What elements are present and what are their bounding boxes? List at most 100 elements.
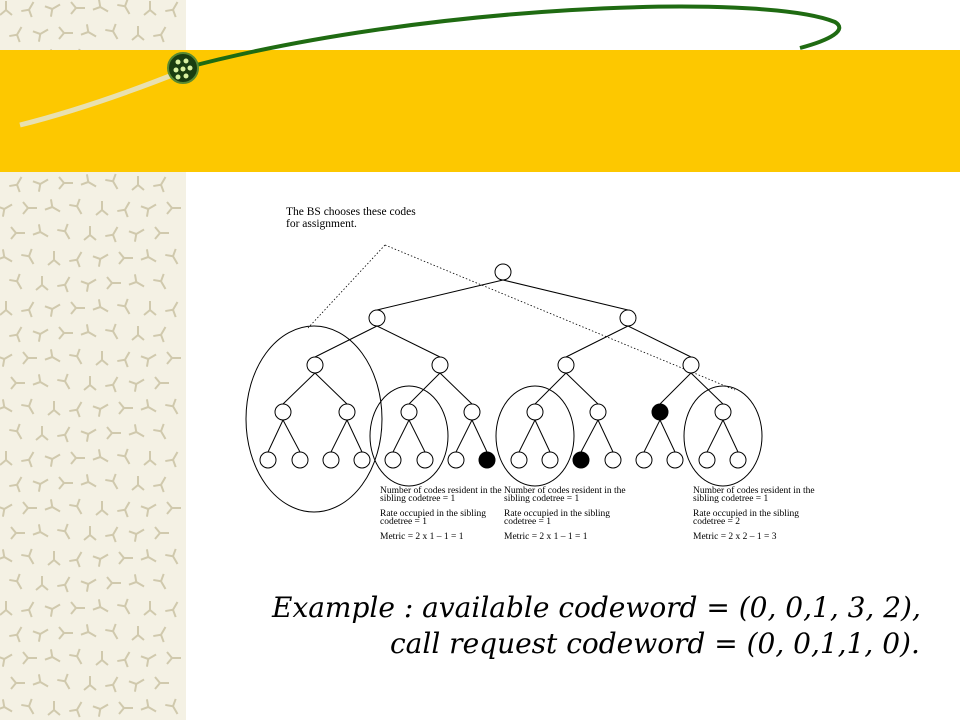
pattern-glyph (69, 701, 83, 718)
pattern-glyph (0, 249, 13, 263)
pattern-glyph (35, 426, 49, 441)
pattern-glyph (153, 26, 167, 43)
pattern-glyph (35, 276, 49, 291)
metric-box-metric: Metric = 2 x 1 – 1 = 1 (504, 532, 588, 542)
pattern-glyph (44, 349, 61, 363)
available-node (259, 451, 277, 469)
pattern-glyph (105, 676, 119, 693)
pattern-glyph (44, 199, 61, 213)
example-line-available: Example : available codeword = (0, 0,1, … (272, 591, 921, 624)
pattern-glyph (57, 373, 71, 390)
pattern-glyph (22, 351, 37, 365)
tree-edge (439, 372, 473, 405)
tree-edge (580, 419, 599, 453)
pattern-glyph (0, 601, 13, 616)
available-node (274, 403, 292, 421)
sibling-subtree-ellipse (495, 385, 575, 487)
pattern-glyph (57, 576, 71, 593)
tree-edge (627, 325, 692, 358)
pattern-glyph (165, 248, 179, 265)
pattern-glyph (47, 551, 61, 566)
pattern-glyph (165, 601, 179, 618)
tree-edge (346, 419, 363, 453)
pattern-glyph (22, 201, 37, 215)
pattern-glyph (83, 526, 97, 541)
available-node (416, 451, 434, 469)
pattern-glyph (128, 228, 145, 242)
pattern-glyph (70, 601, 85, 615)
pattern-glyph (58, 176, 73, 190)
pattern-glyph (69, 648, 83, 665)
pattern-glyph (83, 226, 97, 241)
pattern-glyph (22, 501, 37, 515)
available-node (557, 356, 575, 374)
pattern-glyph (128, 574, 145, 588)
pattern-glyph (10, 226, 25, 240)
metric-box-rate: Rate occupied in the sibling codetree = … (504, 509, 611, 527)
available-node (384, 451, 402, 469)
available-node (353, 451, 371, 469)
pattern-glyph (0, 353, 13, 367)
pattern-glyph (0, 451, 13, 466)
pattern-glyph (58, 476, 73, 490)
pattern-glyph (9, 626, 23, 643)
pattern-glyph (83, 676, 97, 691)
pattern-glyph (128, 528, 145, 542)
chosen-subtree-ellipse (245, 325, 383, 513)
pattern-glyph (128, 378, 145, 392)
tree-edge (376, 325, 441, 358)
metric-box-metric: Metric = 2 x 1 – 1 = 1 (380, 532, 464, 542)
pattern-glyph (69, 198, 83, 215)
pattern-glyph (140, 203, 157, 217)
available-node (589, 403, 607, 421)
pattern-glyph (154, 226, 169, 240)
pattern-glyph (9, 326, 23, 343)
available-node (510, 451, 528, 469)
pattern-glyph (32, 178, 49, 192)
pattern-glyph (21, 601, 35, 618)
available-node (698, 451, 716, 469)
pattern-glyph (105, 23, 119, 40)
pattern-glyph (44, 3, 61, 17)
pattern-glyph (44, 453, 61, 467)
pattern-glyph (105, 323, 119, 340)
pattern-glyph (44, 499, 61, 513)
pattern-glyph (92, 703, 109, 717)
pattern-glyph (0, 503, 13, 517)
metric-box-1: Number of codes resident in the sibling … (380, 486, 505, 548)
pattern-glyph (57, 523, 71, 540)
pattern-glyph (153, 273, 167, 290)
available-node (306, 356, 324, 374)
pattern-glyph (117, 298, 131, 315)
pattern-glyph (117, 651, 131, 668)
sibling-subtree-ellipse (683, 385, 763, 487)
callout-line (384, 244, 736, 391)
pattern-glyph (154, 676, 169, 690)
pattern-glyph (69, 551, 83, 568)
tree-edge (471, 419, 488, 453)
pattern-glyph (32, 224, 49, 238)
pattern-glyph (47, 251, 61, 266)
pattern-glyph (105, 226, 119, 243)
available-node (604, 451, 622, 469)
pattern-glyph (166, 351, 181, 365)
pattern-glyph (47, 701, 61, 716)
pattern-glyph (22, 651, 37, 665)
pattern-glyph (131, 476, 145, 491)
pattern-glyph (57, 223, 71, 240)
pattern-glyph (95, 501, 109, 516)
tree-edge (502, 279, 629, 311)
metric-box-3: Number of codes resident in the sibling … (693, 486, 818, 548)
pattern-glyph (131, 26, 145, 41)
tree-edge (376, 279, 504, 311)
tree-edge (565, 325, 629, 358)
tree-edge (597, 419, 614, 453)
pattern-glyph (21, 698, 35, 715)
tree-edge (408, 419, 426, 453)
occupied-node (478, 451, 496, 469)
pattern-glyph (131, 326, 145, 341)
pattern-glyph (21, 301, 35, 318)
pattern-glyph (92, 599, 109, 613)
pattern-glyph (10, 526, 25, 540)
pattern-glyph (57, 673, 71, 690)
